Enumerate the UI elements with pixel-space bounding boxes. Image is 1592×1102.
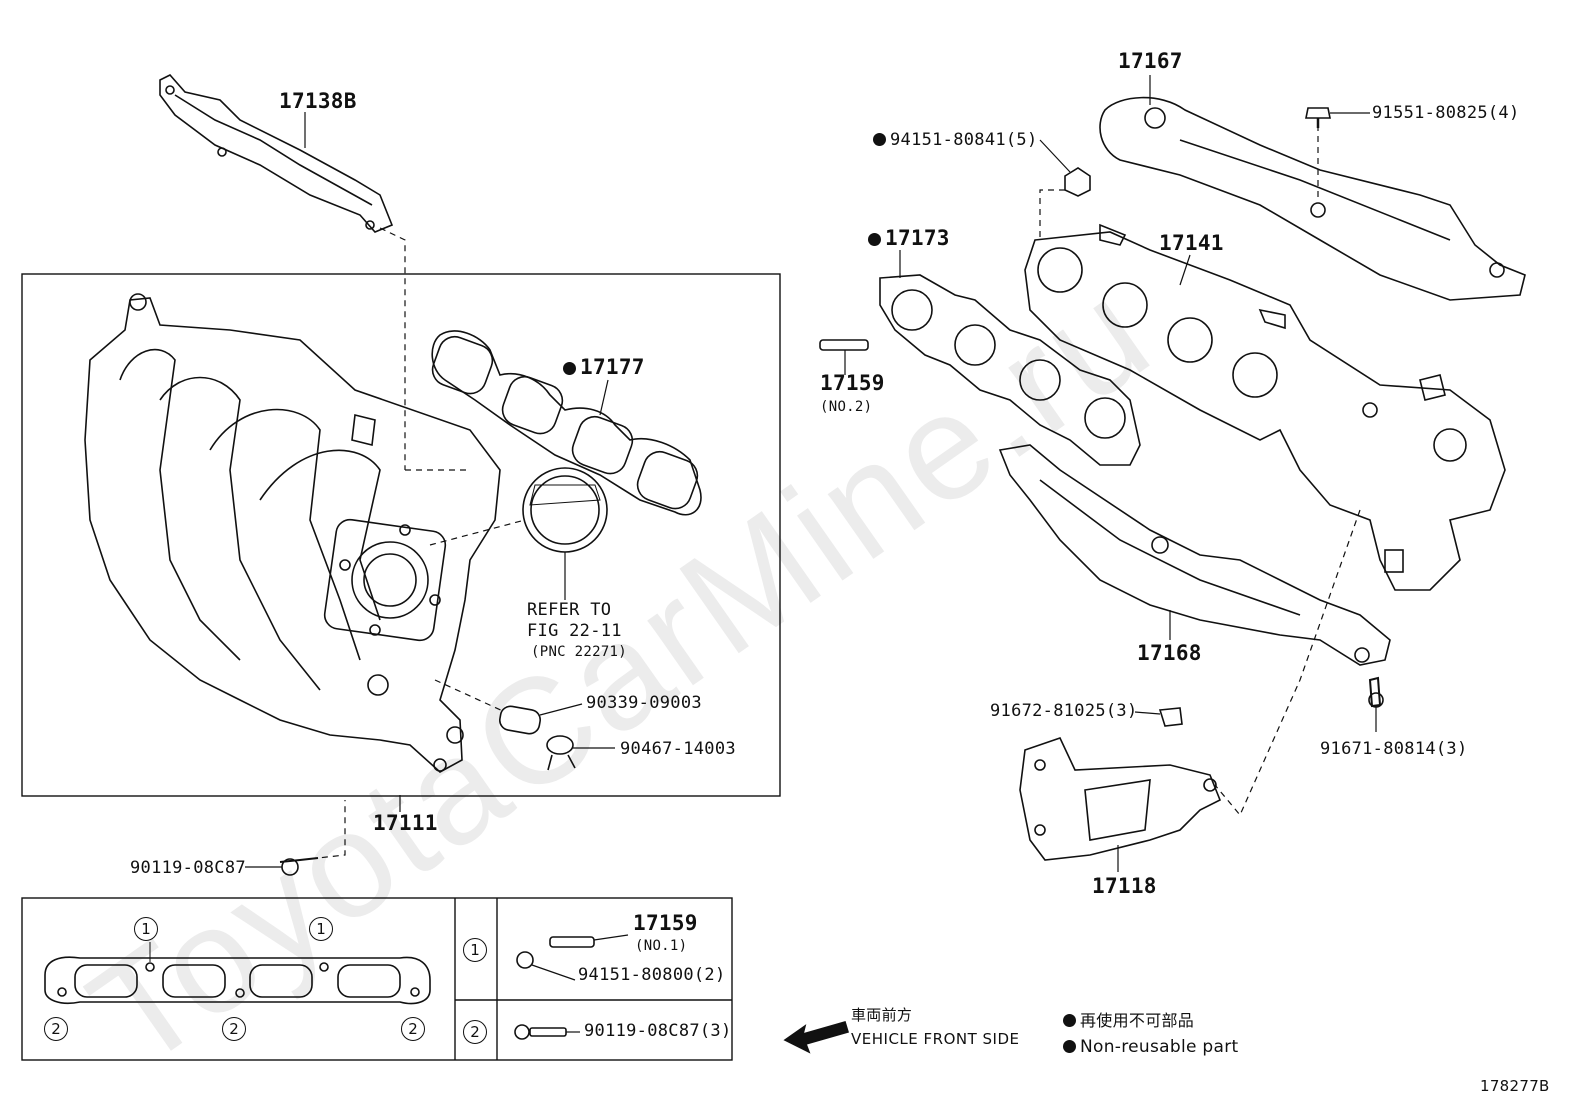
vehicle-front-en: VEHICLE FRONT SIDE <box>851 1030 1020 1048</box>
gasket-17173 <box>879 274 1141 466</box>
vehicle-front-arrow <box>783 1021 849 1054</box>
label-91672-81025: 91672-81025(3) <box>990 701 1138 721</box>
legend-gasket <box>44 942 431 1005</box>
marker-2: 2 <box>401 1017 425 1041</box>
bracket-17138B <box>159 74 394 233</box>
label-17159-no1: 17159 <box>633 911 698 935</box>
table-marker-1: 1 <box>463 938 487 962</box>
non-reusable-dot-icon <box>868 233 881 246</box>
intake-manifold-frame <box>21 273 781 797</box>
label-17138B: 17138B <box>279 89 357 113</box>
bracket-17118 <box>1019 737 1222 861</box>
label-17141: 17141 <box>1159 231 1224 255</box>
marker-2: 2 <box>44 1017 68 1041</box>
legend-table-frame <box>21 897 733 1061</box>
plug-90339 <box>499 705 541 735</box>
table-marker-2: 2 <box>463 1020 487 1044</box>
label-90119-08C87-3: 90119-08C87(3) <box>584 1021 732 1041</box>
diagram-id: 178277B <box>1480 1077 1550 1095</box>
marker-2: 2 <box>222 1017 246 1041</box>
non-reusable-dot-icon <box>1063 1014 1076 1027</box>
non-reusable-dot-icon <box>1063 1040 1076 1053</box>
label-refer: REFER TO FIG 22-11 (PNC 22271) <box>527 600 628 660</box>
non-reusable-jp: 再使用不可部品 <box>1063 1012 1194 1030</box>
label-17173: 17173 <box>868 228 950 249</box>
label-17159-no2: (NO.2) <box>820 399 873 415</box>
label-91551-80825: 91551-80825(4) <box>1372 103 1520 123</box>
label-94151-80800: 94151-80800(2) <box>578 965 726 985</box>
clamp-90467 <box>546 735 574 755</box>
non-reusable-en: Non-reusable part <box>1063 1038 1239 1056</box>
label-90119-08C87: 90119-08C87 <box>130 858 246 878</box>
label-90467-14003: 90467-14003 <box>620 739 736 759</box>
non-reusable-dot-icon <box>563 362 576 375</box>
marker-1: 1 <box>309 917 333 941</box>
label-17177: 17177 <box>563 357 645 378</box>
insulator-17168 <box>998 444 1391 666</box>
insulator-17167 <box>1099 96 1526 301</box>
label-90339-09003: 90339-09003 <box>586 693 702 713</box>
label-91671-80814: 91671-80814(3) <box>1320 739 1468 759</box>
label-no1: (NO.1) <box>635 938 688 954</box>
label-94151-80841: 94151-80841(5) <box>873 131 1038 149</box>
non-reusable-dot-icon <box>873 133 886 146</box>
label-17111: 17111 <box>373 811 438 835</box>
throttle-gasket <box>522 467 608 553</box>
intake-manifold-17111 <box>84 293 501 773</box>
marker-1: 1 <box>134 917 158 941</box>
gasket-17177 <box>431 330 702 516</box>
exhaust-manifold-17141 <box>1024 223 1506 591</box>
label-17168: 17168 <box>1137 641 1202 665</box>
label-17159: 17159 <box>820 371 885 395</box>
stud-17159 <box>819 339 869 351</box>
vehicle-front-jp: 車両前方 <box>851 1006 913 1024</box>
label-17167: 17167 <box>1118 49 1183 73</box>
label-17118: 17118 <box>1092 874 1157 898</box>
